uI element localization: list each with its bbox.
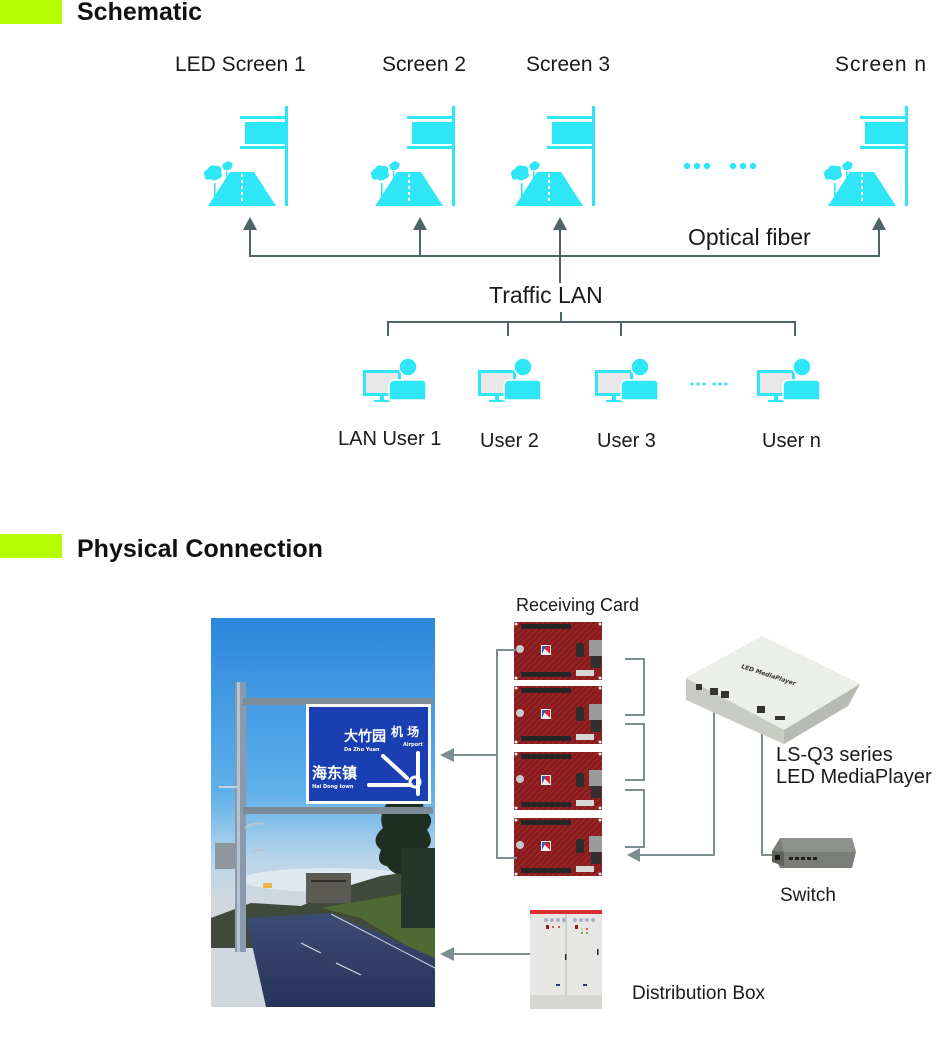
mediaplayer-label-line2: LED MediaPlayer <box>776 766 932 788</box>
network-switch-device <box>772 838 856 868</box>
screen-label-3: Screen 3 <box>526 53 611 76</box>
computer-user-icon <box>477 357 542 403</box>
receiving-card <box>514 622 602 680</box>
sign-place1-en: Da Zhu Yuan <box>344 747 380 753</box>
arrow-left-icon <box>440 748 640 961</box>
section-marker-schematic <box>0 0 62 24</box>
sign-place2-en: Airport <box>403 742 424 748</box>
mediaplayer-device-text: LED MediaPlayer <box>740 663 797 687</box>
switch-label: Switch <box>780 885 836 906</box>
card-chain-lines <box>452 649 780 955</box>
user-label-3: User 3 <box>597 430 656 452</box>
sign-place1-cn: 大竹园 <box>344 728 386 745</box>
traffic-lan-label: Traffic LAN <box>489 282 603 308</box>
road-sign-photo: 大竹园 Da Zhu Yuan 机 场 Airport 海东镇 Hai Dong… <box>211 618 435 1007</box>
section-title-physical: Physical Connection <box>77 535 323 563</box>
receiving-card-label: Receiving Card <box>516 595 640 615</box>
optical-fiber-label: Optical fiber <box>688 224 811 250</box>
led-mediaplayer-device: LED MediaPlayer <box>686 636 860 744</box>
arrow-up-icon <box>243 217 886 230</box>
computer-user-icon <box>756 357 821 403</box>
screen-label-2: Screen 2 <box>382 53 467 76</box>
section-title-schematic: Schematic <box>77 0 203 26</box>
distribution-box-label: Distribution Box <box>632 983 766 1004</box>
receiving-card <box>514 818 602 876</box>
road-sign-icon <box>510 105 596 207</box>
road-sign-icon <box>203 105 289 207</box>
road-sign-icon <box>823 105 909 207</box>
sign-direction-arrows-icon <box>367 751 422 796</box>
mediaplayer-label-line1: LS-Q3 series <box>776 744 893 766</box>
computer-user-icon <box>594 357 659 403</box>
users-ellipsis-icon <box>690 382 728 386</box>
computer-user-icon <box>362 357 427 403</box>
distribution-box-device <box>530 910 602 1009</box>
sign-place3-en: Hai Dong town <box>312 784 354 790</box>
user-label-2: User 2 <box>480 430 539 452</box>
section-marker-physical <box>0 534 62 558</box>
road-sign-icon <box>370 105 456 207</box>
arrow-up-icon <box>756 702 768 712</box>
screens-ellipsis-icon <box>683 162 757 170</box>
screen-label-1: LED Screen 1 <box>175 53 306 76</box>
traffic-lan-lines <box>387 312 796 336</box>
user-label-n: User n <box>762 430 821 452</box>
screen-label-n: Screen n <box>835 53 928 76</box>
schematic-diagram <box>203 105 909 403</box>
sign-place3-cn: 海东镇 <box>312 764 357 782</box>
receiving-card <box>514 752 602 810</box>
receiving-card <box>514 686 602 744</box>
sign-place2-cn: 机 场 <box>391 724 419 739</box>
user-label-1: LAN User 1 <box>338 428 442 450</box>
